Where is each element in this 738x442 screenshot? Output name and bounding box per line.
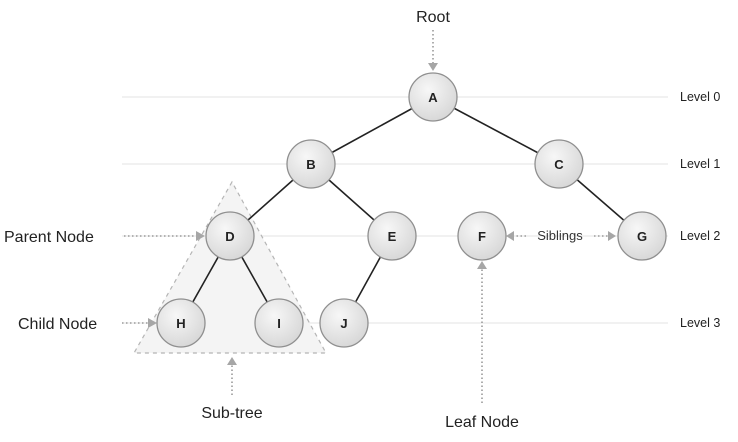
level-1-label: Level 1 bbox=[680, 157, 720, 171]
level-2-label: Level 2 bbox=[680, 229, 720, 243]
subtree-arrow-head bbox=[227, 357, 237, 365]
node-b: B bbox=[286, 139, 336, 189]
level-0-label: Level 0 bbox=[680, 90, 720, 104]
node-i: I bbox=[254, 298, 304, 348]
root-label: Root bbox=[416, 9, 450, 26]
node-a-label: A bbox=[428, 90, 438, 105]
node-j-label: J bbox=[340, 316, 347, 331]
node-h-label: H bbox=[176, 316, 185, 331]
node-h: H bbox=[156, 298, 206, 348]
parent-arrow-head bbox=[196, 231, 205, 241]
siblings-arrow-right-head bbox=[608, 231, 616, 241]
node-e: E bbox=[367, 211, 417, 261]
leaf-node-label: Leaf Node bbox=[445, 414, 519, 431]
node-c: C bbox=[534, 139, 584, 189]
node-a: A bbox=[408, 72, 458, 122]
node-g-label: G bbox=[637, 229, 647, 244]
child-node-label: Child Node bbox=[18, 316, 97, 333]
node-g: G bbox=[617, 211, 667, 261]
node-j: J bbox=[319, 298, 369, 348]
parent-node-label: Parent Node bbox=[4, 229, 94, 246]
node-d-label: D bbox=[225, 229, 234, 244]
node-i-label: I bbox=[277, 316, 281, 331]
level-3-label: Level 3 bbox=[680, 316, 720, 330]
node-f-label: F bbox=[478, 229, 486, 244]
root-arrow-head bbox=[428, 63, 438, 71]
node-c-label: C bbox=[554, 157, 564, 172]
node-b-label: B bbox=[306, 157, 315, 172]
siblings-label: Siblings bbox=[537, 228, 583, 243]
siblings-arrow-left-head bbox=[506, 231, 514, 241]
child-arrow-head bbox=[148, 318, 157, 328]
sub-tree-label: Sub-tree bbox=[201, 405, 262, 422]
node-f: F bbox=[457, 211, 507, 261]
node-d: D bbox=[205, 211, 255, 261]
node-e-label: E bbox=[388, 229, 397, 244]
leaf-arrow-head bbox=[477, 261, 487, 269]
